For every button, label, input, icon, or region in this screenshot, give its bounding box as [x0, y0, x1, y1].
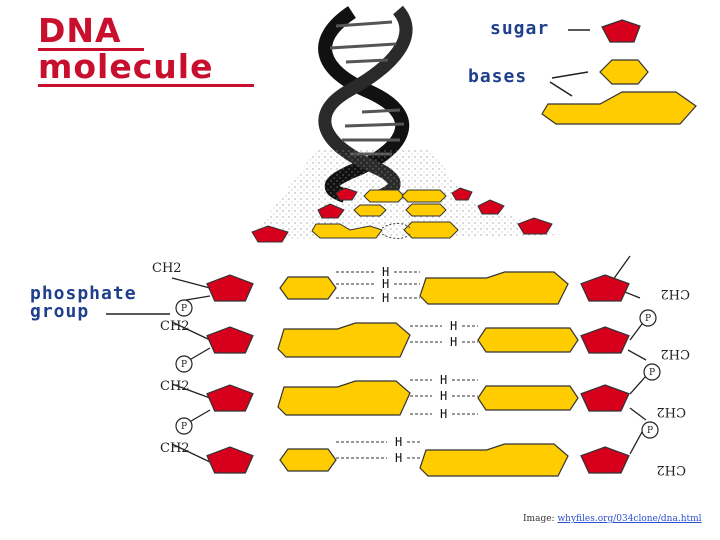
svg-text:P: P — [181, 304, 187, 314]
svg-text:P: P — [181, 360, 187, 370]
purine-right-1 — [419, 271, 569, 305]
ch2-right-4: CH2 — [656, 462, 686, 477]
title-molecule: molecule — [38, 47, 214, 86]
double-helix — [250, 5, 560, 240]
phosphate-group-label: phosphate group — [30, 285, 137, 321]
phosphate-right-2: P — [643, 363, 661, 381]
svg-text:P: P — [649, 368, 655, 378]
title-underline-1 — [38, 48, 144, 51]
phosphate-left-3: P — [175, 417, 193, 435]
perspective-row-3 — [251, 217, 553, 243]
legend-sugar-pentagon — [601, 19, 641, 43]
legend-base-large — [541, 91, 697, 125]
legend-bases-label: bases — [468, 66, 528, 87]
title-dna: DNA — [38, 11, 122, 50]
hydrogen-label-3-2: H — [440, 389, 447, 403]
hydrogen-label-1-1: H — [382, 265, 389, 279]
phosphate-left-2: P — [175, 355, 193, 373]
phosphate-left-1: P — [175, 299, 193, 317]
phosphate-right-1: P — [639, 309, 657, 327]
left-backbone — [171, 277, 211, 463]
legend-base-small — [599, 59, 649, 85]
base-pair-row-4 — [206, 441, 630, 477]
hydrogen-label-4-1: H — [395, 435, 402, 449]
hydrogen-label-3-3: H — [440, 407, 447, 421]
sugar-left-1 — [206, 274, 254, 302]
legend-bases-line-1 — [551, 71, 589, 79]
base-pair-row-3 — [206, 379, 630, 416]
purine-right-4 — [419, 443, 569, 477]
ch2-right-3: CH2 — [656, 404, 686, 419]
svg-text:P: P — [645, 314, 651, 324]
credit-prefix: Image: — [523, 514, 555, 524]
hydrogen-label-1-3: H — [382, 291, 389, 305]
right-backbone — [609, 255, 649, 455]
hydrogen-label-3-1: H — [440, 373, 447, 387]
pyrimidine-left-1 — [279, 276, 337, 300]
base-pair-row-2 — [206, 322, 630, 358]
base-pair-row-1 — [206, 271, 630, 305]
ch2-left-2: CH2 — [160, 319, 190, 334]
sugar-left-3 — [206, 384, 254, 412]
sugar-left-2 — [206, 326, 254, 354]
purine-left-2 — [277, 322, 411, 358]
sugar-right-4 — [580, 446, 630, 474]
pyrimidine-left-4 — [279, 448, 337, 472]
svg-text:P: P — [647, 426, 653, 436]
phosphate-right-3: P — [641, 421, 659, 439]
sugar-left-4 — [206, 446, 254, 474]
sugar-right-3 — [580, 384, 630, 412]
pyrimidine-right-2 — [477, 327, 579, 353]
svg-text:P: P — [181, 422, 187, 432]
sugar-right-2 — [580, 326, 630, 354]
credit-link[interactable]: whyfiles.org/034clone/dna.html — [557, 514, 702, 524]
ch2-right-1: CH2 — [660, 286, 690, 301]
hydrogen-label-2-2: H — [450, 335, 457, 349]
ch2-left-1: CH2 — [152, 261, 182, 276]
perspective-row-2 — [317, 199, 505, 219]
hydrogen-label-1-2: H — [382, 277, 389, 291]
pyrimidine-right-3 — [477, 385, 579, 411]
hydrogen-label-2-1: H — [450, 319, 457, 333]
legend-sugar-label: sugar — [490, 18, 550, 39]
legend-bases-line-2 — [549, 81, 573, 97]
ch2-right-2: CH2 — [660, 346, 690, 361]
image-credit: Image: whyfiles.org/034clone/dna.html — [523, 514, 702, 524]
purine-left-3 — [277, 380, 411, 416]
phosphate-label-line1: phosphate — [30, 283, 137, 304]
title-underline-2 — [38, 84, 254, 87]
ch2-left-4: CH2 — [160, 441, 190, 456]
perspective-row-1 — [335, 187, 473, 203]
phosphate-label-line2: group — [30, 301, 90, 322]
ch2-left-3: CH2 — [160, 379, 190, 394]
hydrogen-label-4-2: H — [395, 451, 402, 465]
sugar-right-1 — [580, 274, 630, 302]
